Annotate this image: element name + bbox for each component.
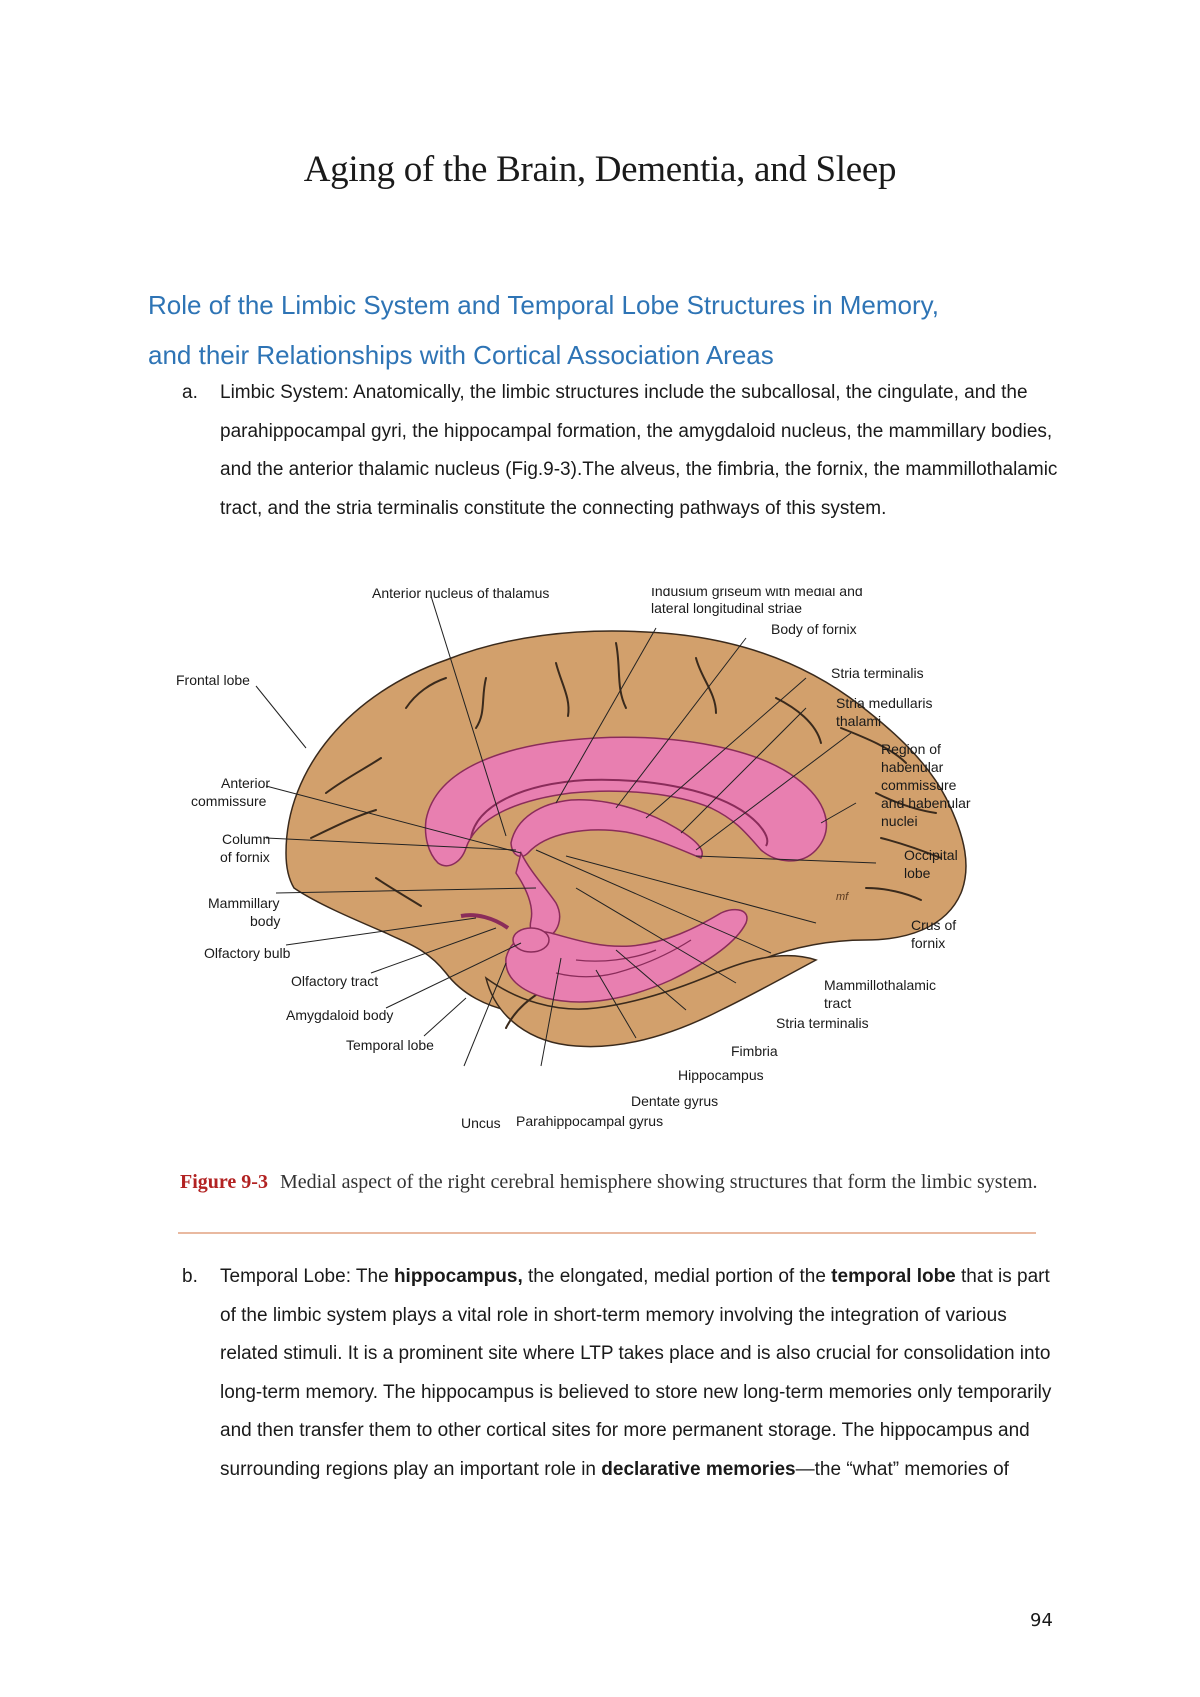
label-olfactory-tract: Olfactory tract — [291, 973, 378, 989]
label-habenular-5: nuclei — [881, 813, 918, 829]
label-anterior-commissure-2: commissure — [191, 793, 267, 809]
label-column-fornix-2: of fornix — [220, 849, 270, 865]
label-habenular-3: commissure — [881, 777, 957, 793]
hippocampal-formation — [505, 908, 748, 1003]
label-body-of-fornix: Body of fornix — [771, 621, 857, 637]
label-occipital-1: Occipital — [904, 847, 958, 863]
sulci — [310, 642, 942, 1029]
list-item-temporal-lobe: b. Temporal Lobe: The hippocampus, the e… — [182, 1258, 1062, 1489]
text-run: that is part of the limbic system plays … — [220, 1266, 1052, 1480]
section-heading-line-1: Role of the Limbic System and Temporal L… — [148, 290, 939, 320]
limbic-system-paragraph: Limbic System: Anatomically, the limbic … — [220, 382, 1058, 519]
figure-limbic-system: Anterior nucleus of thalamus Indusium gr… — [176, 588, 1036, 1158]
bold-temporal-lobe: temporal lobe — [831, 1266, 956, 1287]
amygdaloid-body-shape — [512, 927, 550, 953]
label-mammillary-1: Mammillary — [208, 895, 280, 911]
label-mammillothalamic-2: tract — [824, 995, 851, 1011]
label-anterior-nucleus: Anterior nucleus of thalamus — [372, 588, 549, 601]
label-anterior-commissure-1: Anterior — [221, 775, 270, 791]
limbic-system-illustration: Anterior nucleus of thalamus Indusium gr… — [176, 588, 971, 1131]
label-stria-terminalis-top: Stria terminalis — [831, 665, 924, 681]
figure-caption: Figure 9-3 Medial aspect of the right cer… — [180, 1170, 1040, 1195]
text-run: the elongated, medial portion of the — [522, 1266, 832, 1287]
label-fimbria: Fimbria — [731, 1043, 778, 1059]
list-marker-a: a. — [182, 382, 198, 403]
inner-arc — [470, 778, 769, 847]
label-occipital-2: lobe — [904, 865, 931, 881]
page-number: 94 — [1030, 1610, 1053, 1631]
section-heading: Role of the Limbic System and Temporal L… — [148, 280, 1068, 380]
text-run: —the “what” memories of — [795, 1458, 1009, 1480]
label-habenular-2: habenular — [881, 759, 944, 775]
label-indusium-2: lateral longitudinal striae — [651, 600, 802, 616]
bold-declarative-memories: declarative memories — [601, 1458, 796, 1480]
label-stria-medullaris-1: Stria medullaris — [836, 695, 932, 711]
text-run: Temporal Lobe: The — [220, 1266, 394, 1287]
figure-number: Figure 9-3 — [180, 1171, 268, 1193]
artist-mark: mf — [836, 891, 849, 903]
label-indusium-1: Indusium griseum with medial and — [651, 588, 863, 599]
label-crus-fornix-1: Crus of — [911, 917, 956, 933]
bold-hippocampus: hippocampus, — [393, 1266, 523, 1287]
fornix — [510, 799, 703, 859]
label-olfactory-bulb: Olfactory bulb — [204, 945, 291, 961]
list-marker-b: b. — [182, 1266, 198, 1287]
label-stria-medullaris-2: thalami — [836, 713, 881, 729]
label-habenular-1: Region of — [881, 741, 941, 757]
label-mammillary-2: body — [250, 913, 280, 929]
label-crus-fornix-2: fornix — [911, 935, 945, 951]
olfactory-structure — [460, 913, 510, 930]
temporal-lobe-paragraph: Temporal Lobe: The hippocampus, the elon… — [220, 1258, 1062, 1489]
label-parahippocampal-gyrus: Parahippocampal gyrus — [516, 1113, 663, 1129]
label-hippocampus: Hippocampus — [678, 1067, 764, 1083]
label-uncus: Uncus — [461, 1115, 501, 1131]
label-temporal-lobe: Temporal lobe — [346, 1037, 434, 1053]
hippocampal-folds — [555, 939, 692, 978]
label-mammillothalamic-1: Mammillothalamic — [824, 977, 936, 993]
label-column-fornix-1: Column — [222, 831, 270, 847]
caption-divider — [178, 1232, 1036, 1234]
page-title: Aging of the Brain, Dementia, and Sleep — [303, 149, 897, 190]
figure-caption-text: Medial aspect of the right cerebral hemi… — [279, 1171, 1038, 1193]
label-dentate-gyrus: Dentate gyrus — [631, 1093, 718, 1109]
list-item-limbic-system: a. Limbic System: Anatomically, the limb… — [182, 374, 1062, 528]
temporal-lobe-shape — [484, 954, 818, 1048]
leader-lines — [255, 595, 877, 1067]
section-heading-line-2: and their Relationships with Cortical As… — [148, 340, 774, 370]
label-amygdaloid-body: Amygdaloid body — [286, 1007, 393, 1023]
label-frontal-lobe: Frontal lobe — [176, 672, 250, 688]
label-habenular-4: and habenular — [881, 795, 971, 811]
label-stria-terminalis-bottom: Stria terminalis — [776, 1015, 869, 1031]
